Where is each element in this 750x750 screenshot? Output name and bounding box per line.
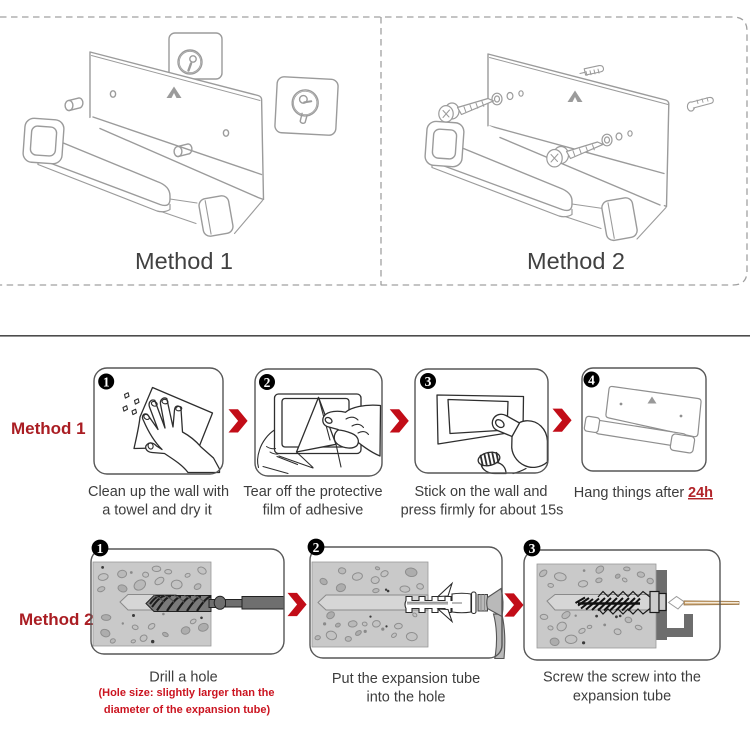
svg-text:Method 1: Method 1 [11,419,86,438]
svg-text:Stick on the wall and: Stick on the wall and [415,484,548,500]
svg-text:4: 4 [588,372,595,387]
svg-text:into the hole: into the hole [366,690,445,706]
svg-text:Tear off the protective: Tear off the protective [243,484,382,500]
svg-text:2: 2 [313,540,320,555]
svg-text:(Hole size: slightly larger th: (Hole size: slightly larger than the [98,687,274,699]
svg-text:film of adhesive: film of adhesive [263,503,364,519]
svg-text:Put the expansion tube: Put the expansion tube [332,671,480,687]
svg-text:24h: 24h [688,485,713,501]
svg-text:diameter of the expansion tube: diameter of the expansion tube) [104,704,271,716]
svg-text:1: 1 [97,541,104,556]
svg-text:expansion tube: expansion tube [573,689,671,705]
svg-text:Method 2: Method 2 [527,248,625,274]
svg-text:Drill a hole: Drill a hole [149,670,218,686]
svg-text:2: 2 [264,375,271,390]
svg-text:3: 3 [529,541,536,556]
svg-text:Method 1: Method 1 [135,248,233,274]
svg-text:Screw the screw into the: Screw the screw into the [543,670,701,686]
svg-text:a towel and dry it: a towel and dry it [102,503,212,519]
svg-text:Method 2: Method 2 [19,610,94,629]
svg-text:1: 1 [103,374,110,389]
svg-text:3: 3 [425,374,432,389]
svg-text:Hang things after: Hang things after [574,485,685,501]
svg-text:Clean up the wall with: Clean up the wall with [88,484,229,500]
svg-text:press firmly for about 15s: press firmly for about 15s [401,503,564,519]
